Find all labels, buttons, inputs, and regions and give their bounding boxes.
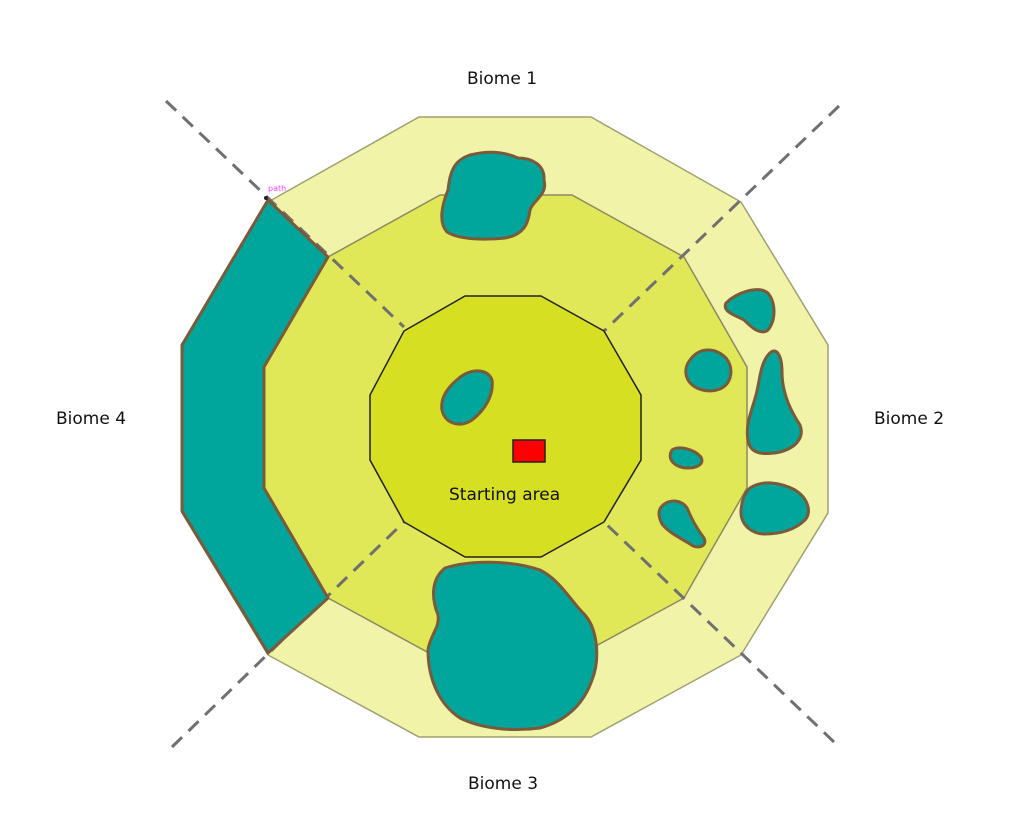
divider-ne <box>602 104 841 333</box>
starting-area-label: Starting area <box>449 485 561 505</box>
water-pond-e4 <box>668 446 704 470</box>
biome-2-label: Biome 2 <box>874 409 945 429</box>
biome-1-label: Biome 1 <box>467 69 538 89</box>
water-pond-e1 <box>723 288 776 334</box>
water-bodies <box>180 150 810 731</box>
path-tag: path <box>268 184 287 193</box>
water-pond-e3 <box>745 349 803 455</box>
water-lake-south <box>426 560 599 731</box>
biome-4-label: Biome 4 <box>56 409 127 429</box>
water-pond-e6 <box>739 481 810 536</box>
starting-area <box>369 295 642 558</box>
divider-nw <box>164 99 406 329</box>
water-pond-center <box>440 369 494 426</box>
biome-3-label: Biome 3 <box>468 774 539 794</box>
path-point <box>264 196 268 200</box>
divider-se <box>602 520 836 744</box>
water-pond-e2 <box>684 348 733 393</box>
water-pond-e5 <box>657 499 707 549</box>
water-band-west <box>180 198 330 655</box>
water-lake-north <box>440 150 547 241</box>
start-marker <box>512 439 546 463</box>
